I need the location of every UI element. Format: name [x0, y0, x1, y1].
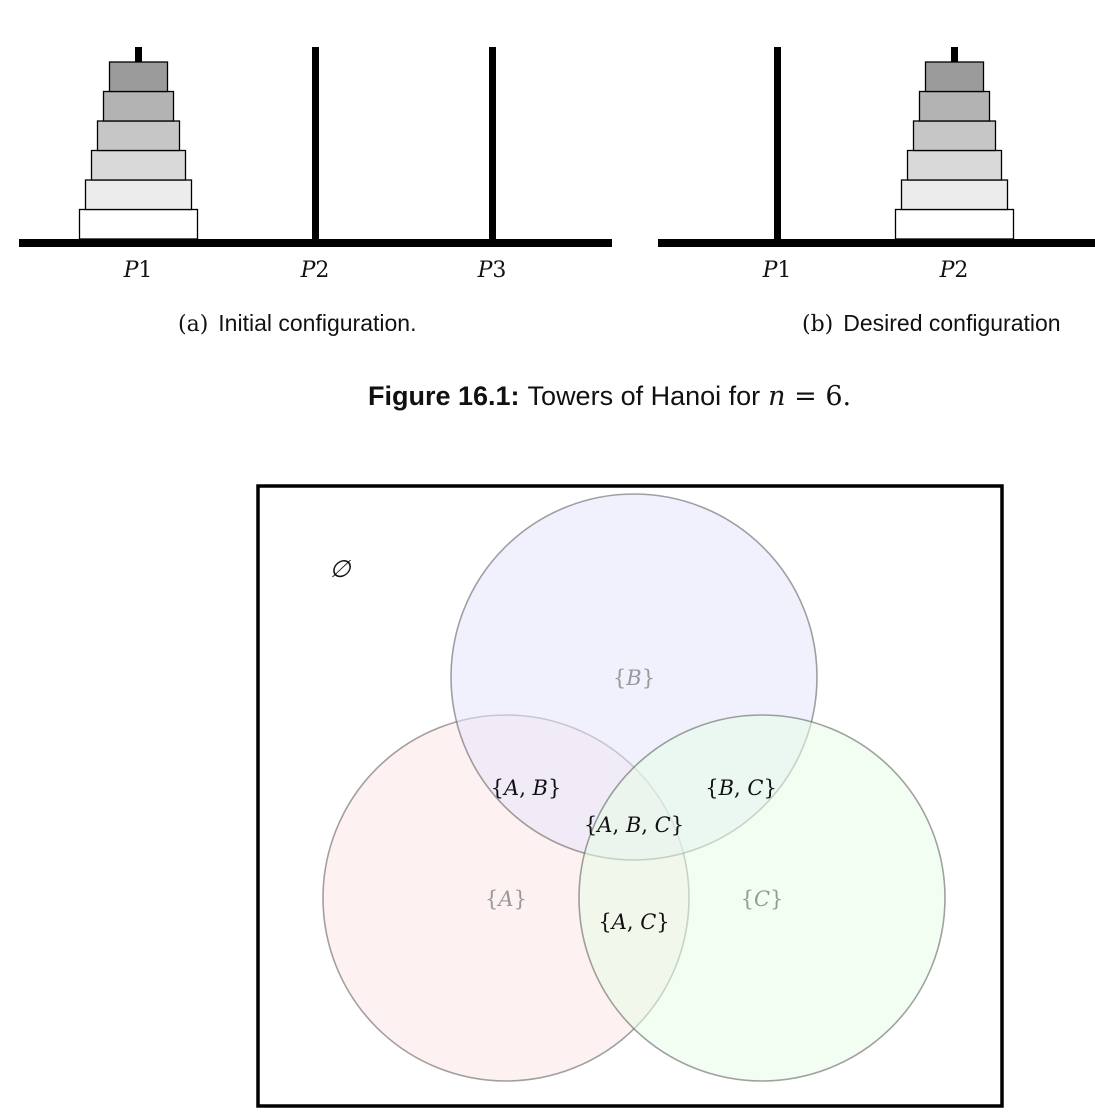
disk-5 [918, 90, 991, 122]
disk-3 [90, 149, 187, 181]
region-label-abc: {A, B, C} [584, 813, 684, 837]
peg-label: P2 [939, 258, 969, 283]
venn-diagram: ∅ {B} {A} {C} {A, B} {B, C} {A, B, C} {A, C} [256, 484, 1004, 1108]
base-board [19, 239, 612, 247]
region-label-ab: {A, B} [491, 776, 562, 800]
peg-label: P2 [300, 258, 330, 283]
set-c-circle [578, 714, 946, 1082]
sub-caption-b: (b)Desired configuration [802, 310, 1061, 337]
region-label-ac: {A, C} [598, 910, 669, 934]
peg-2 [312, 47, 319, 240]
base-board [658, 239, 1095, 247]
region-label-bc: {B, C} [705, 776, 777, 800]
disk-6 [924, 61, 985, 93]
disk-4 [96, 120, 181, 152]
disk-1 [894, 208, 1015, 240]
region-labels: {B} {A} {C} {A, B} {B, C} {A, B, C} {A, C} [485, 666, 783, 934]
sub-caption-a: (a)Initial configuration. [178, 310, 416, 337]
disk-stack [78, 61, 199, 240]
disk-2 [84, 179, 193, 211]
disk-5 [102, 90, 175, 122]
disk-stack [894, 61, 1015, 240]
peg-label: P3 [477, 258, 507, 283]
disk-2 [900, 179, 1009, 211]
region-label-b: {B} [613, 666, 655, 690]
peg-label: P1 [123, 258, 153, 283]
disk-4 [912, 120, 997, 152]
disk-1 [78, 208, 199, 240]
empty-set-label: ∅ [330, 555, 352, 583]
region-label-a: {A} [485, 887, 527, 911]
disk-3 [906, 149, 1003, 181]
disk-6 [108, 61, 169, 93]
peg-label: P1 [762, 258, 792, 283]
venn-circles [322, 493, 946, 1082]
hanoi-panel-b: P1 P2 (b)Desired configuration [658, 47, 1095, 337]
hanoi-panel-a: P1 P2 P3 (a)Initial configuration. [19, 47, 612, 337]
peg-1 [774, 47, 781, 240]
region-label-c: {C} [741, 887, 784, 911]
peg-3 [489, 47, 496, 240]
